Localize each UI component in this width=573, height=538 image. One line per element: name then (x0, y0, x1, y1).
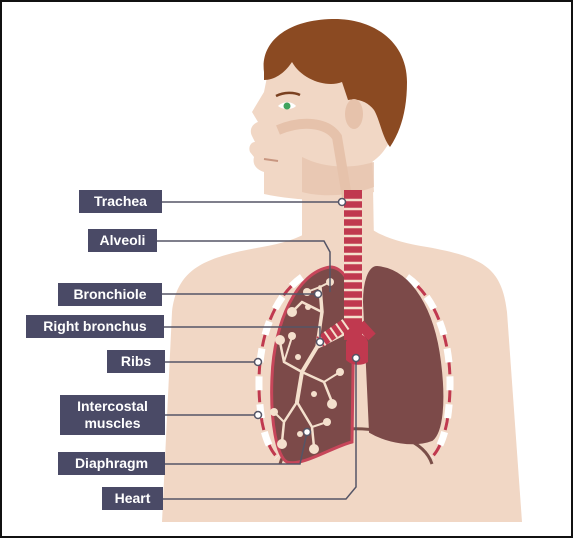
label-diaphragm: Diaphragm (58, 452, 165, 475)
label-intercostal-muscles: Intercostal muscles (60, 395, 165, 435)
ear (345, 99, 363, 129)
label-ribs: Ribs (107, 350, 165, 373)
label-bronchiole: Bronchiole (58, 283, 162, 306)
label-intercostal-line1: Intercostal (66, 398, 159, 415)
label-alveoli: Alveoli (88, 229, 157, 252)
label-trachea: Trachea (79, 190, 162, 213)
label-heart: Heart (102, 487, 163, 510)
label-intercostal-line2: muscles (66, 415, 159, 432)
iris (284, 103, 291, 110)
label-right-bronchus: Right bronchus (26, 315, 164, 338)
